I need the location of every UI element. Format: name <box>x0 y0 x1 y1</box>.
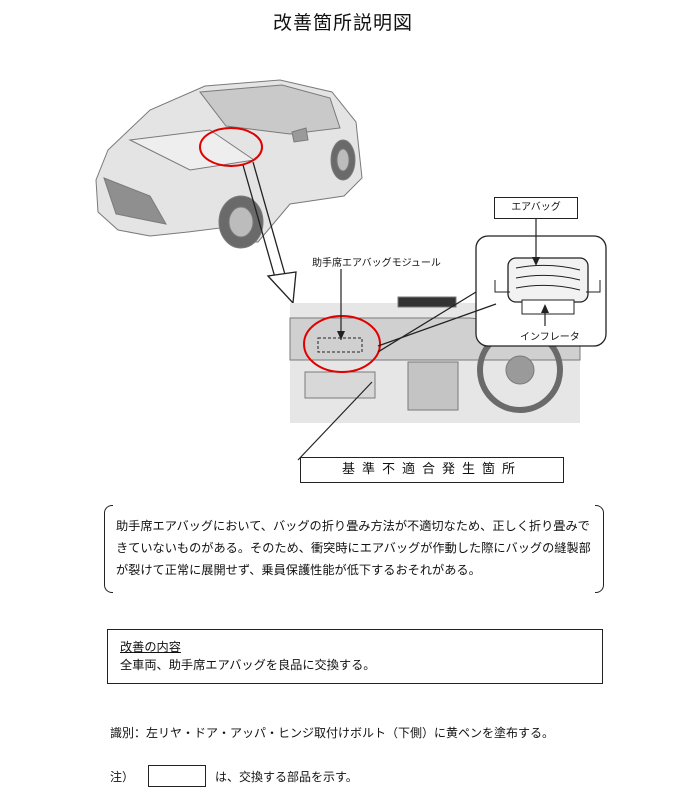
bracket-right <box>595 505 604 593</box>
illustration <box>95 79 607 461</box>
dash-highlight-circle <box>303 315 381 373</box>
description-line: 助手席エアバッグにおいて、バッグの折り畳み方法が不適切なため、正しく折り畳みで <box>116 519 590 533</box>
car-highlight-circle <box>199 127 263 167</box>
module-label: 助手席エアバッグモジュール <box>312 254 441 269</box>
defect-description: 助手席エアバッグにおいて、バッグの折り畳み方法が不適切なため、正しく折り畳みで … <box>104 505 604 593</box>
car-illustration <box>95 79 363 249</box>
improvement-text: 全車両、助手席エアバッグを良品に交換する。 <box>120 658 376 672</box>
bracket-left <box>104 505 113 593</box>
description-line: が裂けて正常に展開せず、乗員保護性能が低下するおそれがある。 <box>116 563 481 577</box>
airbag-detail <box>377 235 607 353</box>
improvement-heading: 改善の内容 <box>120 640 181 654</box>
note-key: 注） <box>110 770 135 784</box>
noncompliance-label: 基準不適合発生箇所 <box>300 457 564 483</box>
note-legend-box <box>148 765 206 787</box>
page-title: 改善箇所説明図 <box>272 12 413 34</box>
description-line: きていないものがある。そのため、衝突時にエアバッグが作動した際にバッグの縫製部 <box>116 541 591 555</box>
identification-text: 識別：左リヤ・ドア・アッパ・ヒンジ取付けボルト（下側）に黄ペンを塗布する。 <box>110 726 555 740</box>
airbag-label: エアバッグ <box>494 197 578 219</box>
zoom-arrow <box>242 161 297 305</box>
improvement-box: 改善の内容 全車両、助手席エアバッグを良品に交換する。 <box>107 629 603 684</box>
note-text: は、交換する部品を示す。 <box>215 770 358 784</box>
inflator-label: インフレータ <box>520 328 580 343</box>
